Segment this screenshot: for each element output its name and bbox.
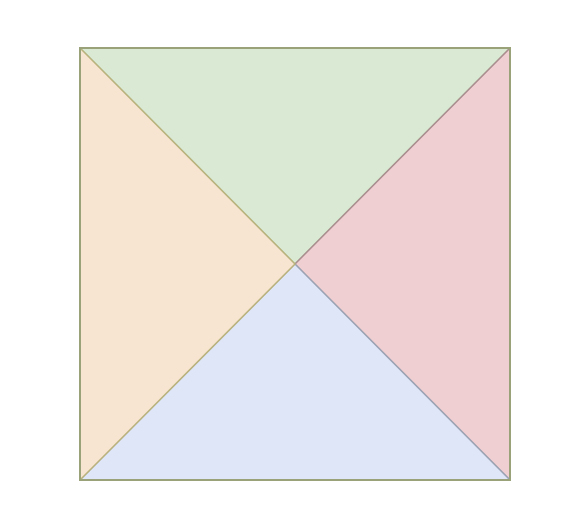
triangle-group	[79, 47, 511, 481]
square-border	[79, 47, 511, 481]
